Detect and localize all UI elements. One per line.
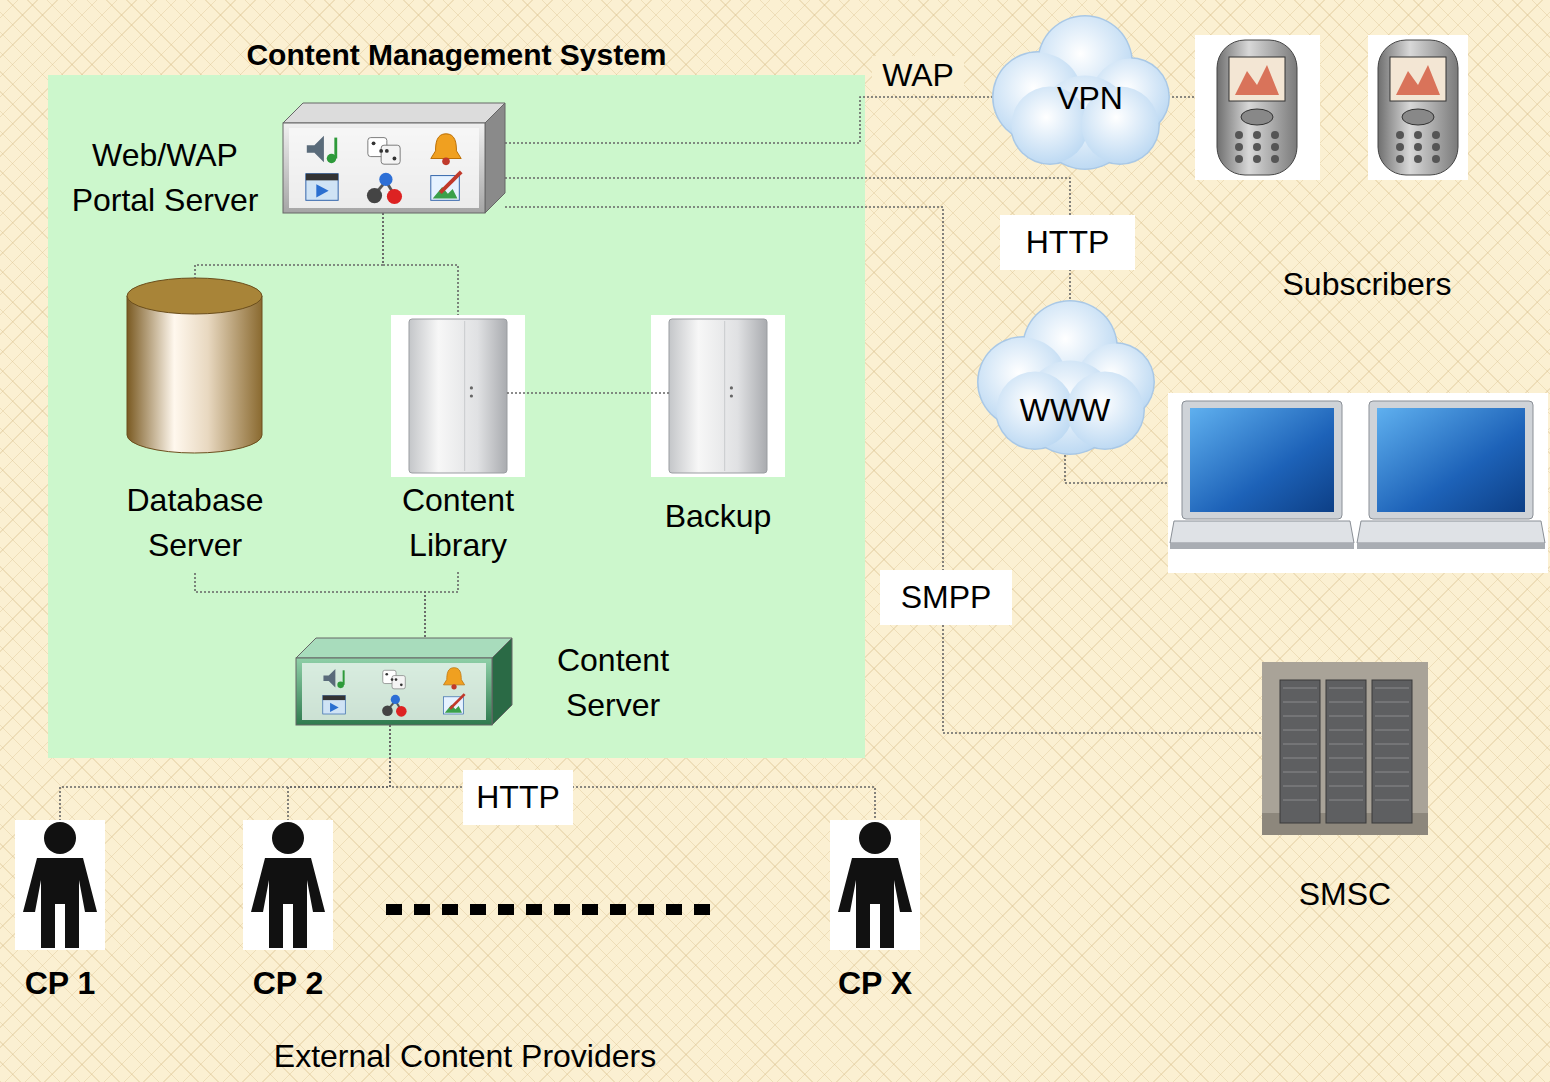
content-provider: CP 2 [238,820,338,1005]
cloud-label: WWW [975,388,1155,432]
box-picture [296,638,512,725]
server-label: Content Server [538,638,688,728]
edge-label: HTTP [1000,215,1135,270]
phone-picture [1195,35,1320,180]
laptop-picture [1355,393,1548,573]
edge-label: HTTP [463,770,573,825]
server-label: Database Server [105,478,285,568]
server-label: Content Library [391,478,525,568]
group-label: External Content Providers [160,1036,770,1076]
www-cloud: WWW [975,300,1155,455]
provider-label: CP 2 [238,963,338,1003]
smsc-picture [1262,662,1428,835]
box-picture [283,103,505,213]
portal-server: Web/WAP Portal Server [283,103,505,213]
edge-label: WAP [872,56,964,94]
node-label: SMSC [1262,874,1428,914]
content-server: Content Server [296,638,512,725]
person-picture [830,820,920,950]
person-picture [243,820,333,950]
content-provider: CP X [825,820,925,1005]
backup-server: Backup [651,315,785,541]
content-provider: CP 1 [10,820,110,1005]
connector-line [507,392,669,394]
cyl-picture [127,278,262,453]
ellipsis-dashes [386,904,710,915]
group-label: Subscribers [1262,262,1472,306]
vpn-cloud: VPN [990,15,1170,170]
content-library: Content Library [391,315,525,572]
smsc-node: SMSC [1262,662,1428,916]
laptop-picture [1168,393,1355,573]
cloud-picture [975,300,1155,455]
server-label: Backup [651,494,785,539]
edge-label: SMPP [880,570,1012,625]
region-heading: Content Management System [48,35,865,75]
provider-label: CP X [825,963,925,1003]
person-picture [15,820,105,950]
tower-picture [391,315,525,477]
phone-picture [1368,35,1468,180]
database-server: Database Server [105,278,285,573]
tower-picture [651,315,785,477]
cloud-label: VPN [1010,76,1170,120]
provider-label: CP 1 [10,963,110,1003]
server-label: Web/WAP Portal Server [55,133,275,223]
